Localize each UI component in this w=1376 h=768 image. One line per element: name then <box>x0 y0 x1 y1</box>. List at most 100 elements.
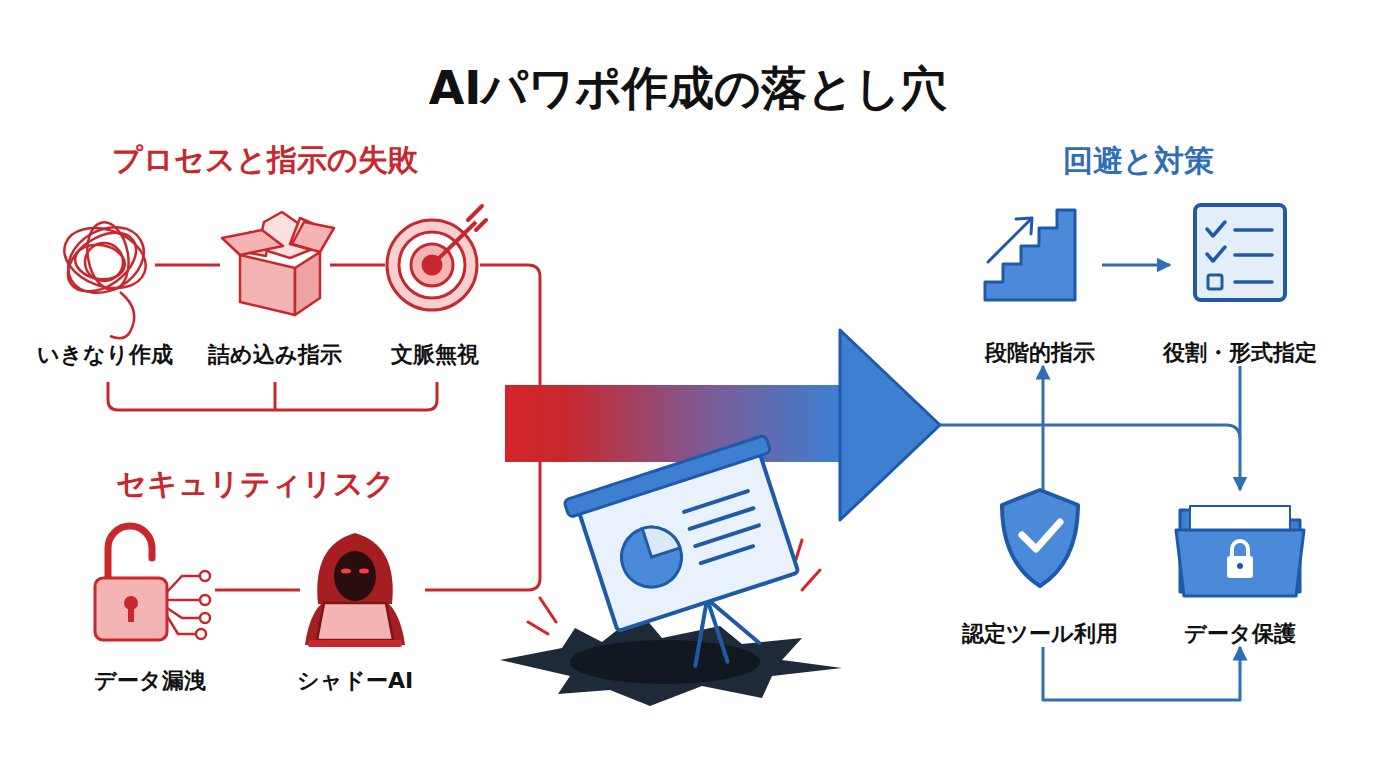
target-icon <box>434 222 476 263</box>
group-heading: 回避と対策 <box>1063 141 1214 182</box>
countermeasure-flow-line <box>940 425 1240 439</box>
padlock-icon <box>167 576 200 592</box>
hacker-icon <box>305 533 405 647</box>
item-label: 段階的指示 <box>985 340 1095 366</box>
folder-lock-icon <box>1176 506 1304 596</box>
connector-arrow <box>1043 647 1240 700</box>
folder-lock-icon <box>1232 541 1248 557</box>
connector-line <box>155 264 220 267</box>
presentation-board <box>707 599 727 662</box>
padlock-icon <box>167 576 200 634</box>
overflow-box-icon <box>240 255 295 315</box>
folder-lock-icon <box>1237 563 1243 569</box>
presentation-board <box>564 435 771 518</box>
overflow-box-icon <box>292 222 334 252</box>
item-label: 文脈無視 <box>391 342 479 368</box>
folder-lock-icon <box>1176 530 1304 596</box>
impact-lines <box>540 598 556 622</box>
transition-arrow <box>505 385 842 462</box>
shield-icon <box>1002 490 1078 586</box>
countermeasure-item: 段階的指示 <box>978 205 1102 366</box>
connector-line <box>215 589 300 592</box>
connector-arrow <box>1042 366 1045 490</box>
target-icon <box>387 206 486 310</box>
group-bracket <box>108 382 437 410</box>
stairs-icon <box>985 210 1075 300</box>
presentation-board <box>695 525 759 546</box>
presentation-board <box>690 508 754 529</box>
overflow-box-icon <box>222 230 283 255</box>
padlock-icon <box>167 608 200 618</box>
shield-icon <box>1002 490 1078 586</box>
presentation-board <box>684 491 748 512</box>
group-heading: セキュリティリスク <box>116 464 395 505</box>
item-label: シャドーAI <box>297 668 413 694</box>
padlock-icon <box>167 616 196 634</box>
countermeasure-item: 認定ツール利用 <box>965 490 1115 647</box>
padlock-icon <box>196 629 206 639</box>
target-icon <box>387 220 477 310</box>
group-heading: プロセスと指示の失敗 <box>112 140 418 181</box>
checklist-icon <box>1195 205 1285 300</box>
overflow-box-icon <box>295 252 320 315</box>
pitfall-hole <box>570 640 760 684</box>
diagram-title: AIパワポ作成の落とし穴 <box>0 58 1376 120</box>
impact-lines <box>528 622 548 634</box>
presentation-board <box>642 519 680 557</box>
stairs-icon <box>988 220 1030 262</box>
group-bracket <box>108 382 437 410</box>
connector-line <box>330 264 385 267</box>
tangle-icon <box>56 214 155 306</box>
stairs-icon <box>1016 218 1032 234</box>
shield-icon <box>1022 522 1060 549</box>
tangle-icon <box>72 241 127 283</box>
padlock-icon <box>196 571 210 639</box>
impact-lines <box>802 570 820 590</box>
tangle-icon <box>56 214 156 338</box>
tangle-icon <box>85 243 123 281</box>
item-label: いきなり作成 <box>37 342 173 368</box>
countermeasure-item: 役割・形式指定 <box>1170 205 1310 366</box>
checklist-icon <box>1208 275 1222 289</box>
checklist-icon <box>1207 247 1225 261</box>
group-bracket <box>274 382 277 410</box>
padlock-icon <box>108 526 152 578</box>
presentation-board <box>614 519 690 595</box>
item-label: 認定ツール利用 <box>962 621 1118 647</box>
transition-arrow <box>840 330 940 520</box>
stairs-icon <box>985 210 1075 300</box>
item-label: 役割・形式指定 <box>1163 340 1317 366</box>
checklist-icon <box>1195 205 1285 300</box>
hacker-icon <box>334 551 376 601</box>
checklist-icon <box>1207 222 1225 236</box>
hacker-icon <box>308 640 402 647</box>
tangle-icon <box>82 219 133 293</box>
risk-item: データ漏洩 <box>85 530 215 694</box>
padlock-icon <box>167 599 200 602</box>
hacker-icon <box>359 569 369 574</box>
risk-item: シャドーAI <box>300 525 410 694</box>
countermeasure-flow-line <box>940 425 1240 439</box>
overflow-box-icon <box>222 212 334 315</box>
connector-arrow <box>1102 264 1170 267</box>
failure-item: 詰め込み指示 <box>220 212 330 368</box>
failure-item: いきなり作成 <box>55 212 155 368</box>
checklist-icon <box>1235 280 1272 284</box>
hacker-icon <box>317 533 392 604</box>
checklist-icon <box>1235 228 1272 232</box>
tangle-icon <box>110 292 134 338</box>
item-label: データ漏洩 <box>94 668 206 694</box>
presentation-board <box>701 546 753 563</box>
presentation-board <box>564 435 829 695</box>
padlock-icon <box>95 526 210 640</box>
padlock-icon <box>200 613 210 623</box>
hacker-icon <box>317 603 393 640</box>
padlock-icon <box>200 595 210 605</box>
folder-lock-icon <box>1227 556 1253 578</box>
target-icon <box>468 206 486 230</box>
connector-arrow <box>1239 366 1242 490</box>
